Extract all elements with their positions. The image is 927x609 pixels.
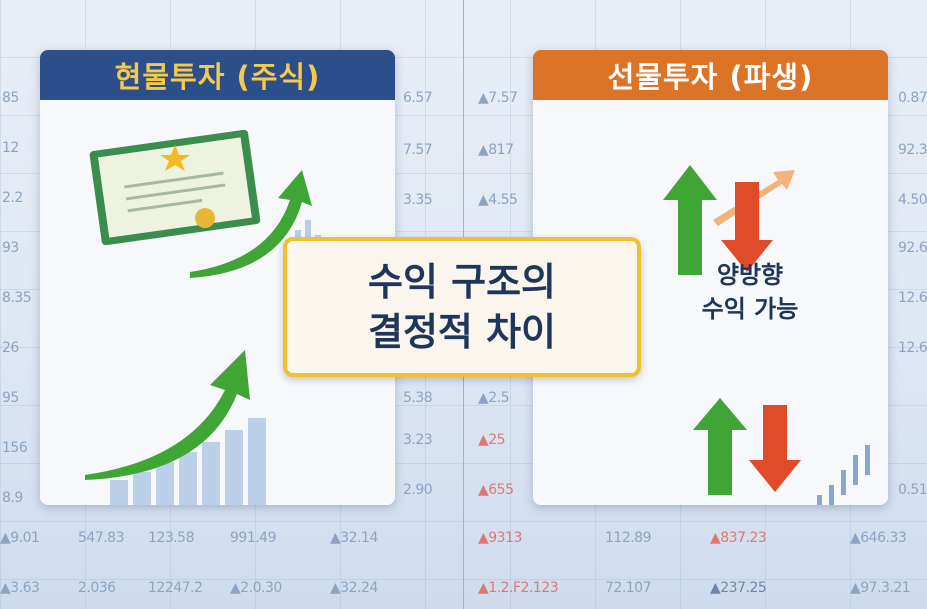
ticker-value: ▲3.63: [0, 580, 40, 596]
ticker-value: 95: [2, 390, 19, 406]
up-arrow-icon: [693, 398, 747, 495]
ticker-value: 2.2: [2, 190, 23, 206]
spot-illustration: [85, 129, 321, 505]
stock-certificate-icon: [89, 129, 261, 246]
ticker-value: 8.35: [2, 290, 32, 306]
ticker-value: ▲4.55: [478, 192, 518, 208]
ticker-value: ▲9313: [478, 530, 522, 546]
ticker-value: ▲97.3.21: [850, 580, 911, 596]
ticker-value: ▲2.0.30: [230, 580, 282, 596]
caption-line-2: 수익 가능: [701, 295, 799, 323]
ticker-value: ▲837.23: [710, 530, 767, 546]
ticker-value: 156: [2, 440, 28, 456]
ticker-value: 991.49: [230, 530, 277, 546]
ticker-value: 7.57: [403, 142, 433, 158]
futures-illustration: [663, 165, 870, 505]
ticker-value: 112.89: [605, 530, 652, 546]
ticker-value: 2.90: [403, 482, 433, 498]
center-banner: 수익 구조의 결정적 차이: [283, 237, 641, 377]
banner-line-1: 수익 구조의: [367, 260, 557, 304]
ticker-value: ▲817: [478, 142, 514, 158]
ticker-value: ▲25: [478, 432, 506, 448]
ticker-value: 547.83: [78, 530, 125, 546]
ticker-value: 12: [2, 140, 19, 156]
up-arrow-icon: [190, 170, 312, 278]
candlestick-chart: [817, 445, 870, 505]
ticker-value: ▲32.24: [330, 580, 378, 596]
ticker-value: ▲7.57: [478, 90, 518, 106]
ticker-value: 92.67: [898, 240, 927, 256]
caption-line-1: 양방향: [716, 261, 784, 289]
ticker-value: 0.51: [898, 482, 927, 498]
ticker-value: 0.87: [898, 90, 927, 106]
ticker-value: ▲1.2.F2.123: [478, 580, 559, 596]
down-arrow-icon: [721, 182, 773, 272]
chart-bars-large: [110, 418, 266, 505]
ticker-value: 123.58: [148, 530, 195, 546]
ticker-value: ▲2.5: [478, 390, 510, 406]
ticker-value: ▲655: [478, 482, 514, 498]
ticker-value: 12.69: [898, 290, 927, 306]
ticker-value: ▲9.01: [0, 530, 40, 546]
ticker-value: 3.35: [403, 192, 433, 208]
bidirectional-caption: 양방향 수익 가능: [680, 258, 820, 326]
ticker-value: 92.37: [898, 142, 927, 158]
ticker-value: ▲237.25: [710, 580, 767, 596]
ticker-value: 12.69: [898, 340, 927, 356]
ticker-value: 6.57: [403, 90, 433, 106]
up-arrow-icon: [663, 165, 717, 275]
ticker-value: 85: [2, 90, 19, 106]
ticker-value: 26: [2, 340, 19, 356]
spot-title: 현물투자 (주식): [40, 50, 395, 100]
ticker-value: 12247.2: [148, 580, 203, 596]
ticker-value: 2.036: [78, 580, 116, 596]
ticker-value: ▲32.14: [330, 530, 378, 546]
ticker-value: 3.23: [403, 432, 433, 448]
ticker-value: 4.50: [898, 192, 927, 208]
futures-title: 선물투자 (파생): [533, 50, 888, 100]
ticker-value: ▲646.33: [850, 530, 907, 546]
banner-line-2: 결정적 차이: [367, 310, 557, 354]
growth-arrow-icon: [85, 350, 250, 480]
down-arrow-icon: [749, 405, 801, 492]
ticker-value: 8.9: [2, 490, 23, 506]
ticker-value: 72.107: [605, 580, 652, 596]
ticker-value: 5.38: [403, 390, 433, 406]
ticker-value: 93: [2, 240, 19, 256]
